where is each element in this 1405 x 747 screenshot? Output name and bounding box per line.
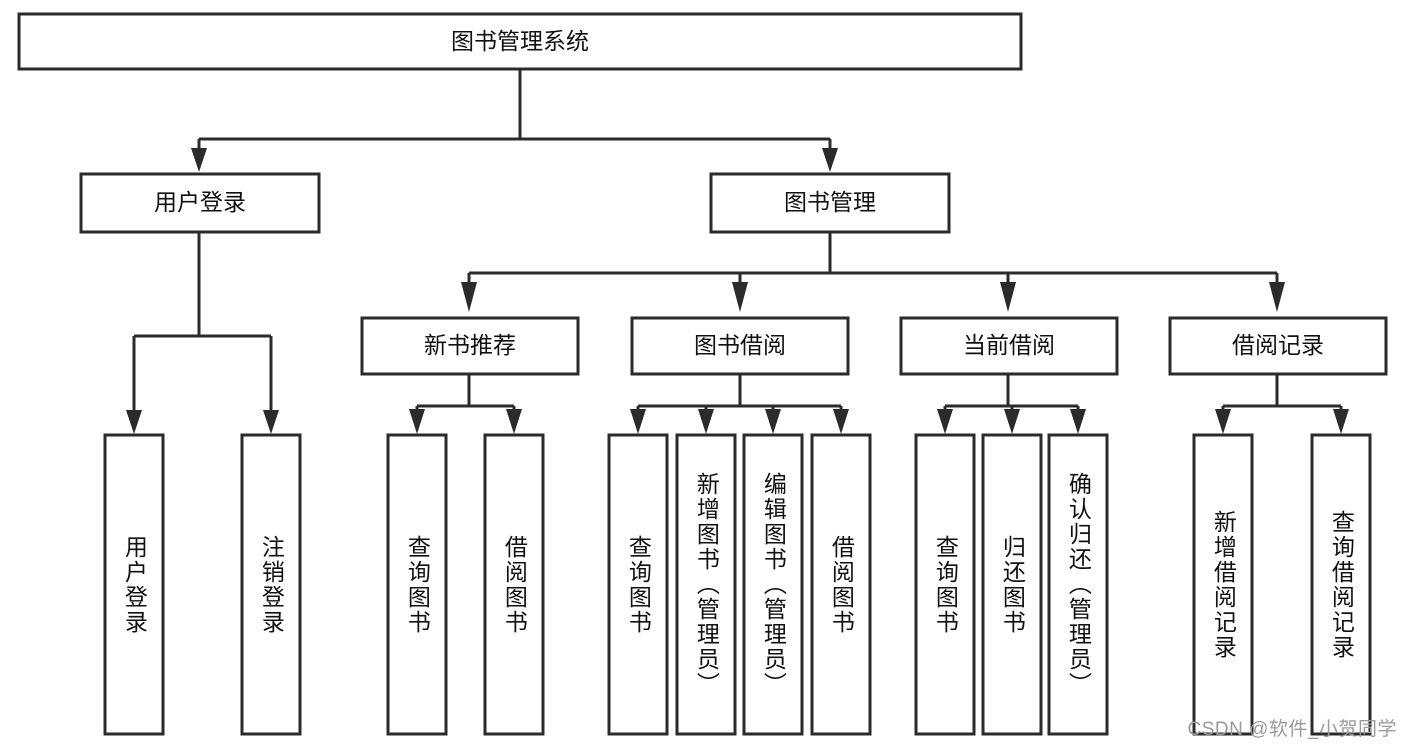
leaf-box-current-return[interactable] [981, 433, 1043, 736]
node-book-borrow-box[interactable] [630, 316, 850, 376]
arrow-root-to-userlogin [191, 148, 207, 172]
node-book-borrow-label: 图书借阅 [694, 332, 786, 358]
connector-group-newbook [409, 374, 522, 434]
arrow-records-to-query [1333, 409, 1349, 434]
node-borrow-records[interactable]: 借阅记录 [1168, 316, 1388, 376]
leaf-box-current-confirm[interactable] [1047, 433, 1109, 736]
connector-group-root [191, 69, 838, 172]
leaf-box-current-query[interactable] [914, 433, 976, 736]
leaf-box-borrow-lend[interactable] [810, 433, 872, 736]
connector-group-current [937, 374, 1086, 434]
node-root[interactable]: 图书管理系统 [17, 12, 1023, 71]
arrow-bookmgmt-to-borrow [732, 282, 748, 312]
leaf-box-logout[interactable] [240, 433, 302, 736]
arrow-borrow-to-query [630, 409, 646, 434]
node-book-management-label: 图书管理 [784, 189, 876, 215]
leaf-box-borrow-edit[interactable] [742, 433, 804, 736]
arrow-newbook-to-query [409, 409, 425, 434]
leaf-box-borrow-query[interactable] [607, 433, 669, 736]
connector-group-borrow [630, 374, 849, 434]
leaf-box-newbook-borrow[interactable] [483, 433, 545, 736]
node-current-borrow-box[interactable] [899, 316, 1119, 376]
arrow-root-to-bookmgmt [822, 148, 838, 172]
connector-group-records [1215, 374, 1349, 434]
node-user-login-label: 用户登录 [154, 189, 246, 215]
arrow-userlogin-to-login [126, 410, 142, 434]
leaf-box-borrow-add[interactable] [675, 433, 737, 736]
arrow-current-to-query [937, 409, 953, 434]
node-new-book-recommend-box[interactable] [360, 316, 580, 376]
leaf-box-records-add[interactable] [1192, 433, 1254, 736]
arrow-borrow-to-lend [833, 409, 849, 434]
arrow-borrow-to-edit [765, 409, 781, 434]
connector-group-bookmgmt [461, 232, 1285, 312]
arrow-records-to-add [1215, 409, 1231, 434]
node-root-label: 图书管理系统 [451, 28, 589, 54]
arrow-current-to-return [1004, 409, 1020, 434]
arrow-borrow-to-add [698, 409, 714, 434]
node-new-book-recommend[interactable]: 新书推荐 [360, 316, 580, 376]
leaf-box-newbook-query[interactable] [386, 433, 448, 736]
node-book-management[interactable]: 图书管理 [709, 172, 951, 234]
watermark-text: CSDN @软件_小贺同学 [1187, 719, 1397, 740]
arrow-userlogin-to-logout [263, 410, 279, 434]
arrow-bookmgmt-to-current [1000, 282, 1016, 312]
node-book-management-box[interactable] [709, 172, 951, 234]
node-user-login-box[interactable] [79, 172, 321, 234]
arrow-newbook-to-borrow [506, 409, 522, 434]
node-book-borrow[interactable]: 图书借阅 [630, 316, 850, 376]
node-user-login[interactable]: 用户登录 [79, 172, 321, 234]
node-borrow-records-box[interactable] [1168, 316, 1388, 376]
arrow-bookmgmt-to-records [1269, 282, 1285, 312]
connector-group-userlogin [126, 232, 279, 434]
leaf-box-records-query[interactable] [1310, 433, 1372, 736]
node-new-book-recommend-label: 新书推荐 [424, 332, 516, 358]
node-current-borrow-label: 当前借阅 [963, 332, 1055, 358]
arrow-current-to-confirm [1070, 409, 1086, 434]
arrow-bookmgmt-to-newbook [461, 282, 477, 312]
node-current-borrow[interactable]: 当前借阅 [899, 316, 1119, 376]
leaf-box-user-login[interactable] [103, 433, 165, 736]
node-borrow-records-label: 借阅记录 [1232, 332, 1324, 358]
node-root-box[interactable] [17, 12, 1023, 71]
